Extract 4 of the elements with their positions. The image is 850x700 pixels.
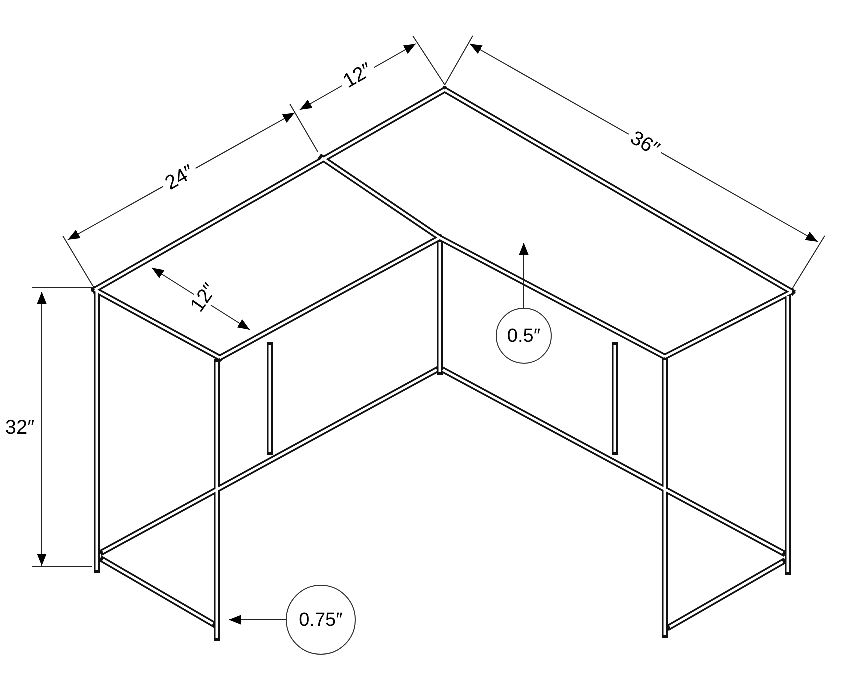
leader-line: [519, 242, 529, 308]
callout-text: 0.5″: [507, 326, 541, 346]
leader-line: [228, 615, 286, 625]
callout-text: 0.75″: [299, 610, 343, 630]
